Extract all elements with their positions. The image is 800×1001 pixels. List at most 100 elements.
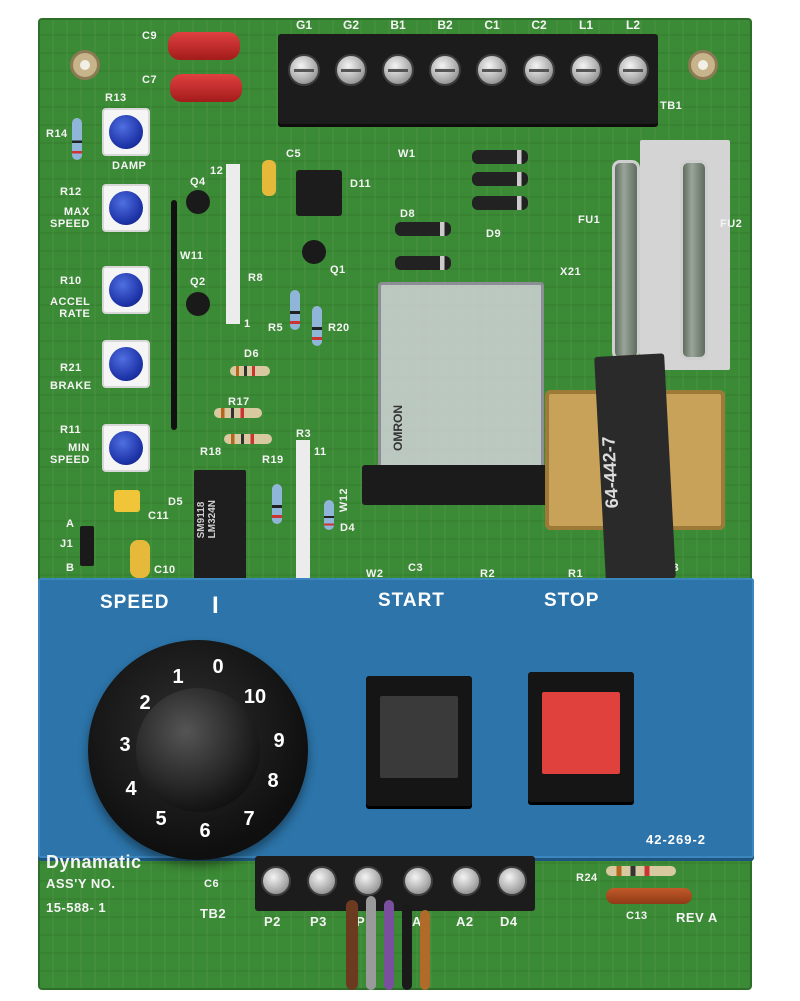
label-r11: R11	[60, 424, 82, 436]
screw-terminal-b1[interactable]	[382, 54, 414, 86]
label-w2: W2	[366, 568, 384, 580]
label-w1: W1	[398, 148, 416, 160]
screw-terminal-l1[interactable]	[570, 54, 602, 86]
label-r10: R10	[60, 275, 82, 287]
label-c11: C11	[148, 510, 170, 522]
capacitor-c9	[168, 32, 240, 60]
screw-terminal-a1[interactable]	[403, 866, 433, 896]
label-min-speed: MIN SPEED	[50, 442, 90, 466]
capacitor-c11	[114, 490, 140, 512]
label-max-speed: MAX SPEED	[50, 206, 90, 230]
potentiometer-r12-max-speed[interactable]	[102, 184, 150, 232]
label-r21: R21	[60, 362, 82, 374]
terminal-label-g1: G1	[295, 18, 312, 32]
label-r3: R3	[296, 428, 312, 440]
dial-number-2: 2	[139, 692, 151, 714]
diode-d6	[230, 366, 270, 376]
wire-gray	[366, 896, 376, 990]
assembly-number: 15-588- 1	[46, 900, 107, 915]
diode-d9-b	[472, 172, 528, 186]
label-r18: R18	[200, 446, 222, 458]
speed-label: SPEED	[100, 592, 170, 613]
label-b: B	[66, 562, 75, 574]
label-w11: W11	[180, 250, 204, 262]
label-fu1: FU1	[578, 214, 601, 226]
label-c6: C6	[204, 878, 220, 890]
potentiometer-r13-damp[interactable]	[102, 108, 150, 156]
relay-brand: OMRON	[391, 405, 405, 451]
wire-purple	[384, 900, 394, 990]
label-r2: R2	[480, 568, 496, 580]
label-r13: R13	[105, 92, 127, 104]
bottom-terminal-p3: P3	[310, 914, 327, 929]
bottom-terminal-a2: A2	[456, 914, 474, 929]
label-r14: R14	[46, 128, 68, 140]
ic-chip-lm324n: SM9118 LM324N	[194, 470, 246, 580]
fuse-fu1	[612, 160, 640, 360]
potentiometer-r21-brake[interactable]	[102, 340, 150, 388]
label-q4: Q4	[190, 176, 206, 188]
screw-terminal-g2[interactable]	[335, 54, 367, 86]
screw-terminal-d4[interactable]	[497, 866, 527, 896]
brand-logo-text: Dynamatic	[46, 852, 142, 872]
label-d4: D4	[340, 522, 356, 534]
resistor-r19	[272, 484, 282, 524]
screw-terminal-a2[interactable]	[451, 866, 481, 896]
resistor-r24	[606, 866, 676, 876]
stop-button[interactable]	[542, 692, 620, 774]
label-r8: R8	[248, 272, 264, 284]
label-c3: C3	[408, 562, 424, 574]
speed-marker: I	[212, 592, 220, 619]
jumper-j1[interactable]	[80, 526, 94, 566]
bottom-terminal-p2: P2	[264, 914, 281, 929]
diode-d8-b	[395, 256, 451, 270]
transformer-code: 64-442-7	[598, 435, 623, 509]
fuse-fu2	[680, 160, 708, 360]
label-x21: X21	[560, 266, 582, 278]
label-r17: R17	[228, 396, 250, 408]
mounting-hole-top-right	[688, 50, 718, 80]
dial-number-10: 10	[243, 686, 267, 708]
label-12: 12	[210, 165, 224, 177]
start-button[interactable]	[380, 696, 458, 778]
screw-terminal-p1[interactable]	[353, 866, 383, 896]
screw-terminal-p2[interactable]	[261, 866, 291, 896]
label-r5: R5	[268, 322, 284, 334]
resistor-r18	[224, 434, 272, 444]
capacitor-c13	[606, 888, 692, 904]
wire-brown	[346, 900, 358, 990]
screw-terminal-c2[interactable]	[523, 54, 555, 86]
wire-orange-brown	[420, 910, 430, 990]
speed-knob[interactable]: 0 1 2 3 4 5 6 7 8 9 10	[88, 640, 308, 860]
label-d8: D8	[400, 208, 416, 220]
terminal-label-l1: L1	[578, 18, 593, 32]
dial-number-1: 1	[172, 666, 184, 688]
label-d5: D5	[168, 496, 184, 508]
diode-d9-a	[472, 150, 528, 164]
screw-terminal-b2[interactable]	[429, 54, 461, 86]
bridge-rectifier-d11	[296, 170, 342, 216]
transformer-core: 64-442-7	[594, 353, 676, 582]
dial-number-4: 4	[125, 778, 137, 800]
dial-number-6: 6	[199, 820, 211, 842]
resistor-r20	[312, 306, 322, 346]
screw-terminal-l2[interactable]	[617, 54, 649, 86]
screw-terminal-p3[interactable]	[307, 866, 337, 896]
potentiometer-r10-accel-rate[interactable]	[102, 266, 150, 314]
label-c5: C5	[286, 148, 302, 160]
terminal-label-c2: C2	[531, 18, 547, 32]
stop-button-frame	[528, 672, 634, 802]
transistor-q1	[302, 240, 326, 264]
label-fu2: FU2	[720, 218, 743, 230]
screw-terminal-g1[interactable]	[288, 54, 320, 86]
potentiometer-r11-min-speed[interactable]	[102, 424, 150, 472]
start-button-frame	[366, 676, 472, 806]
capacitor-c7	[170, 74, 242, 102]
screw-terminal-c1[interactable]	[476, 54, 508, 86]
wire-black	[402, 904, 412, 990]
assembly-label: ASS'Y NO.	[46, 876, 116, 891]
dial-number-8: 8	[267, 770, 279, 792]
label-r12: R12	[60, 186, 82, 198]
start-label: START	[378, 590, 445, 611]
label-d6: D6	[244, 348, 260, 360]
